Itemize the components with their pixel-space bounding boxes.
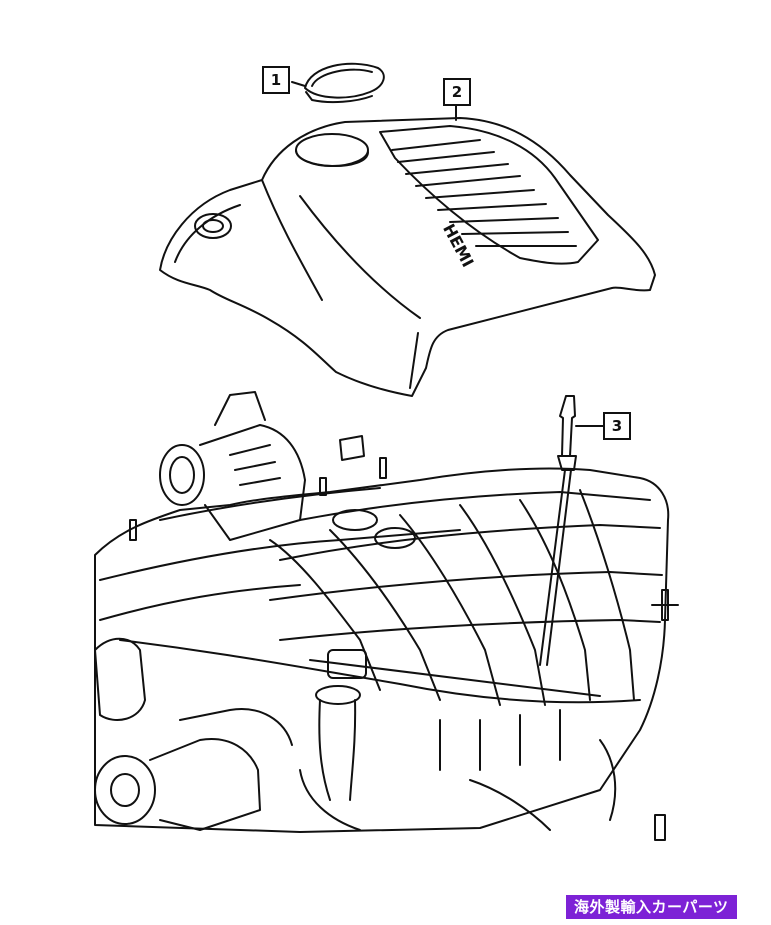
throttle-body <box>159 391 306 541</box>
watermark-label: 海外製輸入カーパーツ <box>566 895 737 919</box>
callout-1: 1 <box>262 66 290 94</box>
alternator-area <box>94 637 293 831</box>
engine-cover: HEMI <box>159 103 656 397</box>
callout-2: 2 <box>443 78 471 106</box>
dipstick-tube <box>539 395 604 666</box>
oil-filler-cap <box>291 62 385 104</box>
cover-brand-text: HEMI <box>439 221 477 271</box>
intake-manifold <box>94 467 670 833</box>
mounting-studs <box>129 435 679 841</box>
callout-3: 3 <box>603 412 631 440</box>
